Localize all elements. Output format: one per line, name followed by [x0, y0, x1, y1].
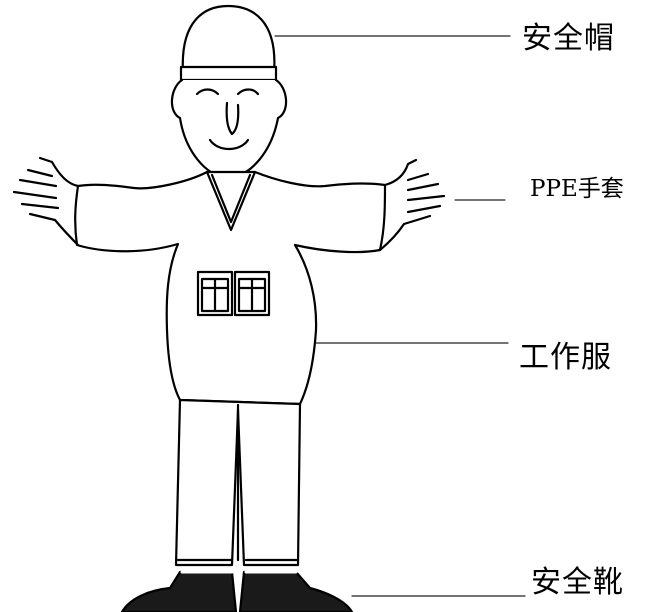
work-trousers	[174, 398, 302, 567]
worker-head	[170, 78, 288, 180]
label-work-clothes: 工作服	[519, 340, 612, 375]
safety-helmet	[179, 4, 278, 82]
ppe-gloves	[12, 156, 446, 252]
nose	[225, 101, 240, 136]
label-ppe-gloves: PPE手套	[530, 176, 624, 202]
work-clothes	[74, 170, 387, 406]
left-eye	[195, 88, 220, 96]
leader-lines	[274, 35, 526, 597]
mouth	[208, 138, 250, 151]
label-safety-helmet: 安全帽	[522, 21, 615, 56]
right-eye	[236, 88, 260, 96]
chest-pockets	[196, 270, 271, 317]
label-safety-boots: 安全靴	[531, 565, 624, 600]
safety-boots	[120, 570, 354, 612]
